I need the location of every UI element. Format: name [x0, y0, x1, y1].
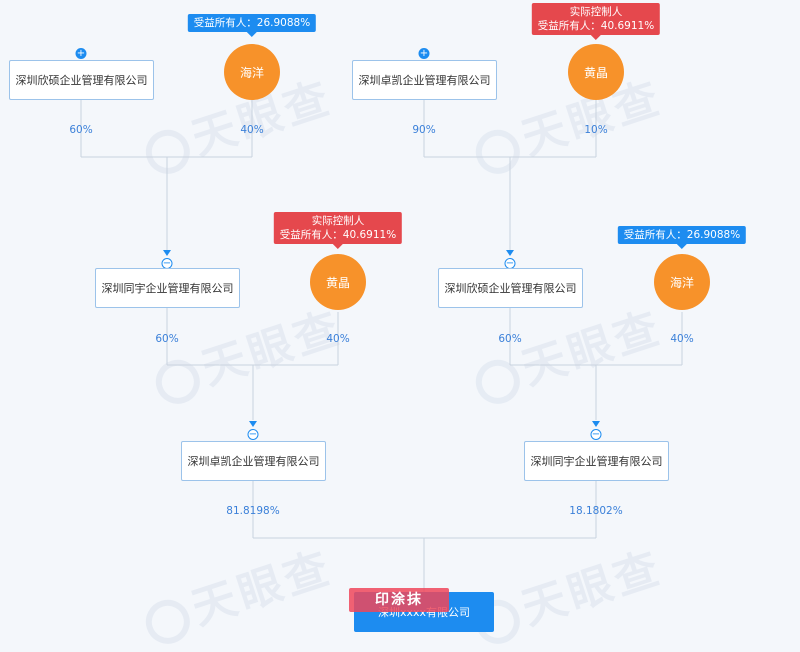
company-node-low-left[interactable]: 深圳卓凯企业管理有限公司: [181, 441, 326, 481]
share-percent: 60%: [155, 333, 179, 345]
expand-toggle[interactable]: +: [75, 48, 87, 59]
company-node-low-right[interactable]: 深圳同宇企业管理有限公司: [524, 441, 669, 481]
flow-arrow: [163, 250, 171, 256]
share-percent: 40%: [326, 333, 350, 345]
beneficiary-tag: 受益所有人：26.9088%: [617, 226, 747, 249]
flow-arrow: [592, 421, 600, 427]
share-percent: 40%: [240, 124, 264, 136]
person-node-top-left[interactable]: 海洋: [224, 44, 280, 100]
company-node-top-left[interactable]: 深圳欣硕企业管理有限公司: [9, 60, 154, 100]
collapse-toggle[interactable]: −: [590, 429, 602, 440]
share-percent: 81.8198%: [226, 505, 280, 517]
share-percent: 60%: [69, 124, 93, 136]
beneficiary-tag: 受益所有人：26.9088%: [187, 14, 317, 37]
redaction-stamp: 印涂抹: [349, 588, 449, 612]
controller-tag: 实际控制人受益所有人：40.6911%: [273, 212, 403, 249]
share-percent: 60%: [498, 333, 522, 345]
collapse-toggle[interactable]: −: [247, 429, 259, 440]
person-node-mid-right[interactable]: 海洋: [654, 254, 710, 310]
person-node-mid-left[interactable]: 黄晶: [310, 254, 366, 310]
flow-arrow: [506, 250, 514, 256]
share-percent: 90%: [412, 124, 436, 136]
company-node-mid-left[interactable]: 深圳同宇企业管理有限公司: [95, 268, 240, 308]
share-percent: 10%: [584, 124, 608, 136]
flow-arrow: [249, 421, 257, 427]
expand-toggle[interactable]: +: [418, 48, 430, 59]
company-node-top-right[interactable]: 深圳卓凯企业管理有限公司: [352, 60, 497, 100]
controller-tag: 实际控制人受益所有人：40.6911%: [531, 3, 661, 40]
share-percent: 18.1802%: [569, 505, 623, 517]
share-percent: 40%: [670, 333, 694, 345]
company-node-mid-right[interactable]: 深圳欣硕企业管理有限公司: [438, 268, 583, 308]
person-node-top-right[interactable]: 黄晶: [568, 44, 624, 100]
